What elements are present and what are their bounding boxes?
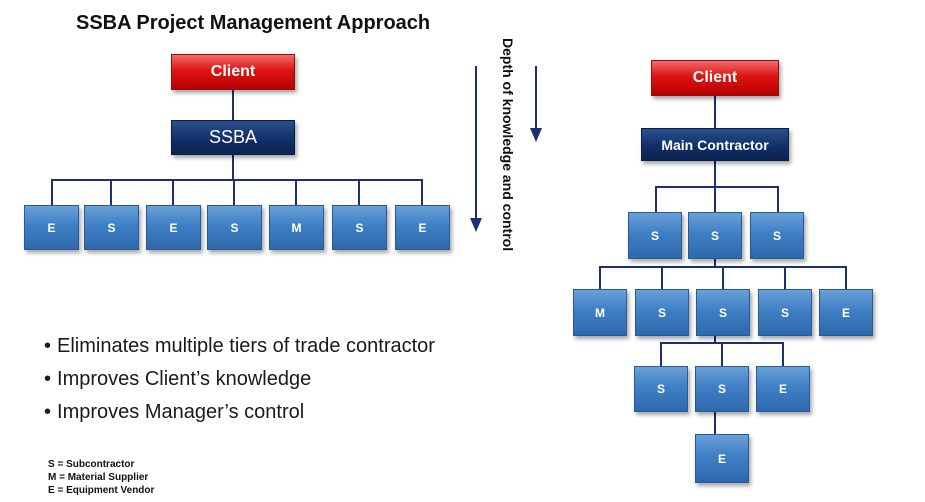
left-trade-box: S: [84, 205, 139, 250]
right-tier3-box: S: [695, 366, 749, 412]
legend-item: S = Subcontractor: [48, 459, 135, 470]
list-item: Improves Client’s knowledge: [44, 363, 435, 396]
connector: [660, 342, 662, 366]
connector: [714, 186, 716, 212]
depth-label: Depth of knowledge and control: [500, 38, 516, 252]
diagram-title: SSBA Project Management Approach: [76, 12, 431, 34]
right-tier2-box: E: [819, 289, 873, 336]
connector: [714, 259, 716, 266]
right-tier3-box: E: [756, 366, 810, 412]
connector: [845, 266, 847, 289]
connector: [172, 179, 174, 205]
left-client-box: Client: [171, 54, 295, 90]
legend: S = Subcontractor M = Material Supplier …: [48, 458, 154, 497]
connector: [295, 179, 297, 205]
left-ssba-box: SSBA: [171, 120, 295, 155]
list-item: Improves Manager’s control: [44, 396, 435, 429]
arrow-down-icon: [530, 66, 542, 142]
connector: [714, 161, 716, 186]
connector: [358, 179, 360, 205]
connector: [714, 412, 716, 434]
connector: [51, 179, 53, 205]
depth-arrow-down-icon: [470, 66, 482, 232]
left-trade-box: E: [395, 205, 450, 250]
connector: [232, 90, 234, 120]
left-trade-box: E: [146, 205, 201, 250]
connector: [655, 186, 779, 188]
connector: [777, 186, 779, 212]
connector: [714, 336, 716, 342]
connector: [599, 266, 601, 289]
right-tier2-box: S: [696, 289, 750, 336]
connector: [233, 179, 235, 205]
main-contractor-box: Main Contractor: [641, 128, 789, 161]
right-tier4-box: E: [695, 434, 749, 483]
connector: [655, 186, 657, 212]
list-item: Eliminates multiple tiers of trade contr…: [44, 330, 435, 363]
left-trade-box: S: [332, 205, 387, 250]
right-tier2-box: M: [573, 289, 627, 336]
right-tier1-box: S: [750, 212, 804, 259]
legend-item: E = Equipment Vendor: [48, 485, 155, 496]
left-trade-box: E: [24, 205, 79, 250]
connector: [722, 266, 724, 289]
connector: [782, 342, 784, 366]
right-tier3-box: S: [634, 366, 688, 412]
connector: [661, 266, 663, 289]
right-tier2-box: S: [758, 289, 812, 336]
connector: [421, 179, 423, 205]
right-client-box: Client: [651, 60, 779, 96]
legend-item: M = Material Supplier: [48, 472, 149, 483]
right-tier1-box: S: [628, 212, 682, 259]
connector: [714, 96, 716, 128]
connector: [784, 266, 786, 289]
right-tier2-box: S: [635, 289, 689, 336]
connector: [232, 155, 234, 179]
benefit-list: Eliminates multiple tiers of trade contr…: [44, 330, 435, 429]
connector: [721, 342, 723, 366]
left-trade-box: M: [269, 205, 324, 250]
connector: [51, 179, 423, 181]
connector: [110, 179, 112, 205]
right-tier1-box: S: [688, 212, 742, 259]
left-trade-box: S: [207, 205, 262, 250]
